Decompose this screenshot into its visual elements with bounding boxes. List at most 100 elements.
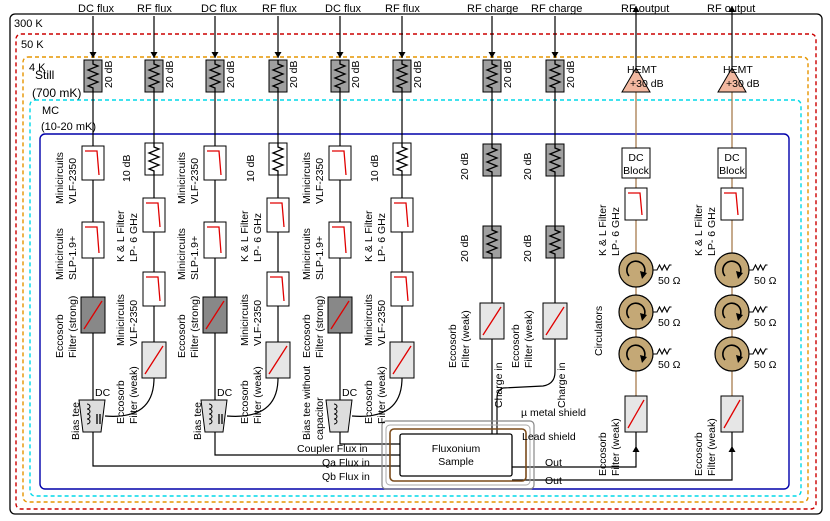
attenuator-label: 20 dB: [225, 61, 237, 88]
termination-label: 50 Ω: [658, 275, 681, 287]
attenuator-10db-label: 10 dB: [369, 155, 381, 182]
dc-block-label: Block: [719, 165, 745, 177]
component-label: K & L Filter: [239, 210, 251, 262]
circulator-arrowhead: [640, 355, 647, 363]
component-label: LP- 6 GHz: [128, 213, 140, 262]
component-label: Minicircuits: [115, 294, 127, 346]
out-label-a: Out: [545, 457, 562, 469]
component-label: VLF-2350: [314, 158, 326, 204]
dc-block-label: DC: [628, 152, 644, 164]
input-label-4: DC flux: [325, 3, 362, 15]
components: [78, 6, 768, 490]
arrow-down-icon: [89, 52, 97, 58]
sample-label: Fluxonium: [432, 443, 481, 455]
resistor-zigzag: [485, 226, 499, 258]
bias-tee-label: Bias tee: [70, 402, 82, 440]
rf-to-bias-tee-wire: [104, 377, 155, 417]
input-label-1: RF flux: [137, 3, 172, 15]
component-label: K & L Filter: [597, 204, 609, 256]
bias-tee-inductor: [86, 403, 91, 425]
dc-block: [621, 147, 651, 179]
charge-wire-b: [496, 339, 556, 434]
component-label: K & L Filter: [363, 210, 375, 262]
filter-response-curve: [394, 276, 409, 302]
filter-response-curve: [332, 226, 347, 254]
termination-label: 50 Ω: [754, 275, 777, 287]
mu-metal-shield: [381, 420, 535, 490]
eccosorb-diagonal: [723, 399, 741, 429]
component-label: Eccosorb: [176, 314, 188, 358]
component-label: VLF-2350: [376, 300, 388, 346]
component-label: LP- 6 GHz: [252, 213, 264, 262]
coupler-flux-label: Coupler Flux in: [297, 443, 368, 455]
lead-shield: [389, 428, 527, 482]
filter-response-curve: [394, 202, 409, 228]
stage-50k-label: 50 K: [21, 39, 44, 51]
hemt-label: HEMT: [627, 64, 657, 76]
component-label: VLF-2350: [67, 158, 79, 204]
resistor-zigzag: [548, 60, 562, 92]
sample-label: Sample: [438, 456, 474, 468]
eccosorb-diagonal: [268, 345, 288, 375]
circulator-icon: [618, 294, 654, 330]
circulator-icon: [714, 294, 750, 330]
termination-resistor: [653, 305, 672, 314]
stage-still-box: [29, 99, 802, 497]
input-label-2: DC flux: [201, 3, 238, 15]
qa-flux-label: Qa Flux in: [322, 457, 370, 469]
component-label: VLF-2350: [128, 300, 140, 346]
component-label: Filter (weak): [706, 418, 718, 476]
termination-label: 50 Ω: [754, 359, 777, 371]
resistor-zigzag: [485, 60, 499, 92]
bias-tee-inductor: [208, 403, 213, 425]
component-label: Filter (weak): [252, 366, 264, 424]
component-label: Filter (strong): [189, 296, 201, 358]
hemt-label: HEMT: [723, 64, 753, 76]
component-label: LP- 6 GHz: [376, 213, 388, 262]
eccosorb-diagonal: [545, 306, 565, 336]
bias-tee-dc-label: DC: [95, 387, 111, 399]
arrow-up-icon: [632, 6, 640, 12]
arrow-up-icon: [728, 6, 736, 12]
component-label: Eccosorb: [115, 380, 127, 424]
component-label: Eccosorb: [693, 432, 705, 476]
eccosorb-diagonal: [482, 306, 502, 336]
attenuator-10db-label: 10 dB: [245, 155, 257, 182]
stage-4k-label: 4 K: [29, 62, 46, 74]
hemt-amplifier: [621, 67, 651, 93]
circulator-icon: [618, 252, 654, 288]
termination-label: 50 Ω: [658, 317, 681, 329]
resistor-zigzag: [271, 60, 285, 92]
termination-label: 50 Ω: [658, 359, 681, 371]
arrow-down-icon: [211, 52, 219, 58]
circulator-arrowhead: [736, 271, 743, 279]
resistor-zigzag: [208, 60, 222, 92]
lead-shield-label: Lead shield: [522, 431, 576, 443]
arrow-down-icon: [336, 52, 344, 58]
component-label: Filter (weak): [460, 310, 472, 368]
arrow-up-icon: [632, 446, 640, 452]
circulator-icon: [714, 336, 750, 372]
bias-tee-dc-label: DC: [217, 387, 233, 399]
attenuator-label: 20 dB: [565, 61, 577, 88]
filter-response-curve: [270, 276, 285, 302]
attenuator-label: 20 dB: [164, 61, 176, 88]
termination-resistor: [653, 347, 672, 356]
bias-tee-label: Bias tee without: [301, 366, 313, 440]
termination-resistor: [653, 263, 672, 272]
attenuator-label: 20 dB: [350, 61, 362, 88]
arrow-down-icon: [551, 52, 559, 58]
attenuator-label: 20 dB: [103, 61, 115, 88]
out-wire-b: [512, 446, 733, 481]
hemt-gain-label: +30 dB: [726, 78, 760, 90]
component-label: K & L Filter: [115, 210, 127, 262]
fluxonium-sample: [399, 433, 513, 477]
component-label: Minicircuits: [176, 228, 188, 280]
out-wire-a: [512, 446, 637, 468]
resistor-zigzag: [548, 226, 562, 258]
circulator-arrow: [626, 344, 646, 361]
input-label-9: RF output: [707, 3, 755, 15]
component-label: Minicircuits: [54, 152, 66, 204]
component-label: LP- 6 GHz: [706, 207, 718, 256]
component-label: Filter (strong): [314, 296, 326, 358]
